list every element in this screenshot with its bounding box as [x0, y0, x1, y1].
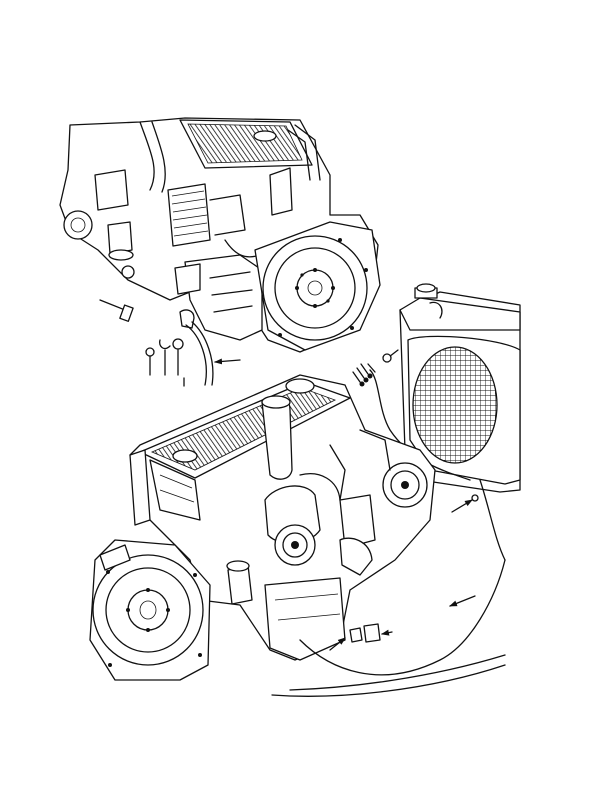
radiator-fittings — [352, 363, 479, 513]
upper-hardware-parts — [99, 299, 241, 387]
lower-engine-assembly — [89, 374, 436, 681]
upper-engine-assembly — [59, 117, 381, 353]
radiator-assembly — [369, 283, 521, 493]
sensor-harness — [271, 479, 506, 697]
